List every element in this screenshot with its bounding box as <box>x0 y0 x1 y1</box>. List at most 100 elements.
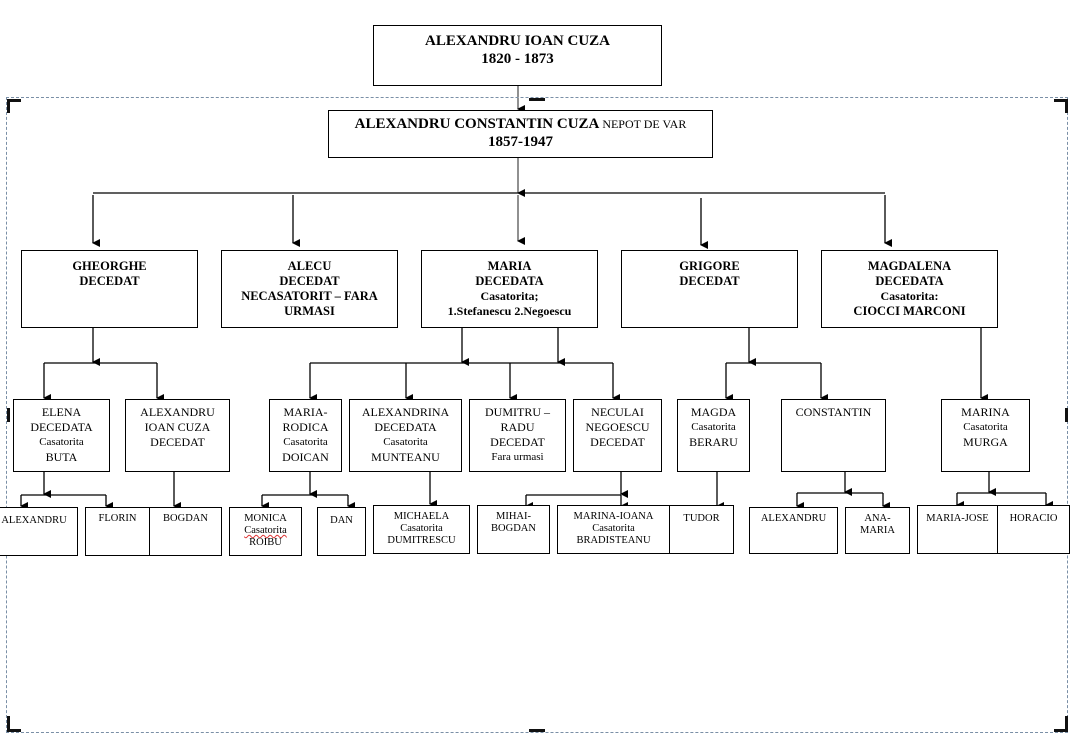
node-child[interactable]: ALECU DECEDAT NECASATORIT – FARA URMASI <box>221 250 398 328</box>
node-line: ALEXANDRU <box>140 405 215 419</box>
node-line: GHEORGHE <box>72 259 147 273</box>
node-line: DOICAN <box>282 450 329 464</box>
node-years: 1857-1947 <box>488 134 553 150</box>
node-line: Casatorita <box>244 525 287 536</box>
node-grandchild[interactable]: NECULAI NEGOESCU DECEDAT <box>573 399 662 472</box>
node-line: DUMITRU – <box>485 405 550 419</box>
resize-handle-tr[interactable] <box>1065 99 1068 113</box>
node-line: NECULAI <box>591 405 644 419</box>
node-root[interactable]: ALEXANDRU IOAN CUZA 1820 - 1873 <box>373 25 662 86</box>
node-great-grandchild[interactable]: MICHAELA Casatorita DUMITRESCU <box>373 505 470 554</box>
node-name: ALEXANDRU CONSTANTIN CUZA <box>354 116 599 132</box>
node-great-grandchild[interactable]: FLORIN <box>85 507 150 556</box>
resize-handle-bl[interactable] <box>7 729 21 732</box>
node-line: ELENA <box>41 405 82 419</box>
node-line: BOGDAN <box>163 513 208 524</box>
node-level1[interactable]: ALEXANDRU CONSTANTIN CUZA NEPOT DE VAR 1… <box>328 110 713 158</box>
node-line: CONSTANTIN <box>795 405 872 419</box>
node-line: DECEDAT <box>79 274 140 288</box>
node-line: 1.Stefanescu 2.Negoescu <box>447 304 572 318</box>
node-line: Casatorita <box>963 421 1008 433</box>
node-great-grandchild[interactable]: HORACIO <box>997 505 1070 554</box>
node-great-grandchild[interactable]: DAN <box>317 507 366 556</box>
node-grandchild[interactable]: ALEXANDRINA DECEDATA Casatorita MUNTEANU <box>349 399 462 472</box>
node-line: Casatorita <box>283 436 328 448</box>
node-great-grandchild[interactable]: MARINA-IOANA Casatorita BRADISTEANU <box>557 505 670 554</box>
node-name: ALEXANDRU IOAN CUZA <box>424 33 610 49</box>
node-line: Casatorita: <box>880 289 939 303</box>
node-great-grandchild[interactable]: BOGDAN <box>149 507 222 556</box>
node-line: RODICA <box>282 420 329 434</box>
node-child[interactable]: GHEORGHE DECEDAT <box>21 250 198 328</box>
node-line: DECEDATA <box>30 420 93 434</box>
node-line: TUDOR <box>683 513 720 524</box>
node-child[interactable]: MARIA DECEDATA Casatorita; 1.Stefanescu … <box>421 250 598 328</box>
node-line: MARIA-JOSE <box>926 513 989 524</box>
node-line: Casatorita <box>691 421 736 433</box>
node-grandchild[interactable]: DUMITRU – RADU DECEDAT Fara urmasi <box>469 399 566 472</box>
node-line: HORACIO <box>1009 513 1058 524</box>
node-line: Casatorita <box>400 523 443 534</box>
node-line: MICHAELA <box>393 511 450 522</box>
node-line: DECEDATA <box>875 274 944 288</box>
node-grandchild[interactable]: MAGDA Casatorita BERARU <box>677 399 750 472</box>
resize-handle-left[interactable] <box>7 408 10 422</box>
node-line: MARINA <box>961 405 1010 419</box>
node-line: MAGDA <box>690 405 737 419</box>
node-line: MONICA <box>244 513 287 524</box>
resize-handle-tl[interactable] <box>7 99 21 102</box>
node-child[interactable]: GRIGORE DECEDAT <box>621 250 798 328</box>
node-line: GRIGORE <box>679 259 740 273</box>
resize-handle-right[interactable] <box>1065 408 1068 422</box>
node-child[interactable]: MAGDALENA DECEDATA Casatorita: CIOCCI MA… <box>821 250 998 328</box>
node-line: RADU <box>500 420 535 434</box>
node-line: MARIA <box>859 525 895 536</box>
node-line: ANA- <box>864 513 891 524</box>
node-line: Fara urmasi <box>491 451 544 463</box>
node-great-grandchild[interactable]: MARIA-JOSE <box>917 505 998 554</box>
node-line: Casatorita <box>39 436 84 448</box>
node-note: NEPOT DE VAR <box>602 117 687 131</box>
node-line: ALEXANDRU <box>1 515 67 526</box>
node-line: DAN <box>330 515 353 526</box>
resize-handle-tr[interactable] <box>1054 99 1068 102</box>
node-grandchild[interactable]: MARINA Casatorita MURGA <box>941 399 1030 472</box>
node-great-grandchild[interactable]: ANA- MARIA <box>845 507 910 554</box>
node-line: BUTA <box>45 450 78 464</box>
node-grandchild[interactable]: MARIA- RODICA Casatorita DOICAN <box>269 399 342 472</box>
node-line: BRADISTEANU <box>576 535 651 546</box>
node-line: DECEDAT <box>150 435 205 449</box>
node-line: BERARU <box>689 435 738 449</box>
node-line: BOGDAN <box>491 523 536 534</box>
node-line: URMASI <box>284 304 335 318</box>
resize-handle-bl[interactable] <box>7 716 10 732</box>
node-line: IOAN CUZA <box>144 420 211 434</box>
node-great-grandchild[interactable]: MONICA Casatorita ROIBU <box>229 507 302 556</box>
node-great-grandchild[interactable]: ALEXANDRU <box>0 507 78 556</box>
node-line: NECASATORIT – FARA <box>241 289 378 303</box>
node-line: DUMITRESCU <box>387 535 456 546</box>
resize-handle-tl[interactable] <box>7 99 10 113</box>
resize-handle-bottom[interactable] <box>529 729 545 732</box>
node-line: NEGOESCU <box>585 420 650 434</box>
node-great-grandchild[interactable]: MIHAI- BOGDAN <box>477 505 550 554</box>
node-line: DECEDAT <box>279 274 340 288</box>
node-grandchild[interactable]: ELENA DECEDATA Casatorita BUTA <box>13 399 110 472</box>
resize-handle-top[interactable] <box>529 98 545 101</box>
node-line: DECEDAT <box>590 435 645 449</box>
node-great-grandchild[interactable]: ALEXANDRU <box>749 507 838 554</box>
node-grandchild[interactable]: ALEXANDRU IOAN CUZA DECEDAT <box>125 399 230 472</box>
node-line: MIHAI- <box>496 511 531 522</box>
node-line: CIOCCI MARCONI <box>853 304 966 318</box>
resize-handle-br[interactable] <box>1054 729 1068 732</box>
node-grandchild[interactable]: CONSTANTIN <box>781 399 886 472</box>
node-line: Casatorita <box>383 436 428 448</box>
node-line: MARIA- <box>283 405 328 419</box>
resize-handle-br[interactable] <box>1065 716 1068 732</box>
node-line: Casatorita; <box>480 289 539 303</box>
node-great-grandchild[interactable]: TUDOR <box>669 505 734 554</box>
node-title: ALEXANDRU CONSTANTIN CUZA NEPOT DE VAR <box>329 115 712 133</box>
node-line: ALEXANDRU <box>760 513 827 524</box>
node-line: DECEDATA <box>374 420 437 434</box>
